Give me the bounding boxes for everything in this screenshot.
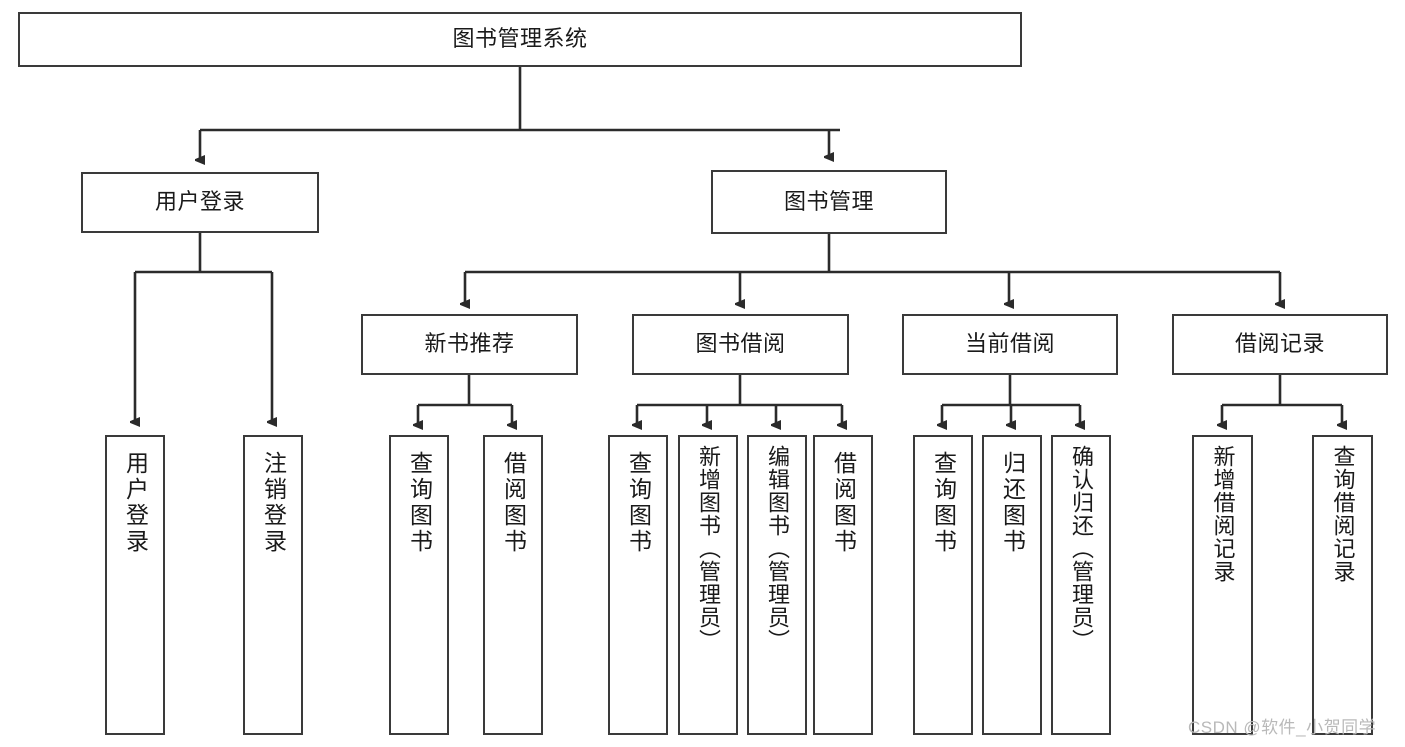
node-leaf-query-record-label: 查询借阅记录 [1330, 445, 1356, 583]
node-leaf-query-book-3-label: 查询图书 [930, 451, 957, 555]
node-leaf-logout[interactable]: 注销登录 [243, 435, 303, 735]
node-current-borrow[interactable]: 当前借阅 [902, 314, 1118, 375]
csdn-watermark: CSDN @软件_小贺同学 [1188, 718, 1377, 737]
node-book-borrow-label: 图书借阅 [695, 331, 786, 357]
node-leaf-add-book-label: 新增图书（管理员） [696, 445, 721, 652]
node-borrow-record[interactable]: 借阅记录 [1172, 314, 1388, 375]
node-root-label: 图书管理系统 [452, 26, 588, 52]
node-leaf-confirm-return[interactable]: 确认归还（管理员） [1051, 435, 1111, 735]
node-leaf-query-book-2-label: 查询图书 [625, 451, 652, 555]
node-leaf-query-book-2[interactable]: 查询图书 [608, 435, 668, 735]
node-leaf-borrow-book-1-label: 借阅图书 [500, 451, 527, 555]
node-leaf-return-book-label: 归还图书 [999, 451, 1026, 555]
node-leaf-return-book[interactable]: 归还图书 [982, 435, 1042, 735]
node-user-login-label: 用户登录 [154, 189, 245, 215]
node-leaf-confirm-return-label: 确认归还（管理员） [1069, 445, 1094, 652]
node-leaf-add-record[interactable]: 新增借阅记录 [1192, 435, 1253, 735]
node-leaf-borrow-book-1[interactable]: 借阅图书 [483, 435, 543, 735]
node-current-borrow-label: 当前借阅 [964, 331, 1055, 357]
node-leaf-query-book-1[interactable]: 查询图书 [389, 435, 449, 735]
node-leaf-user-login-label: 用户登录 [122, 451, 149, 555]
node-root[interactable]: 图书管理系统 [18, 12, 1022, 67]
node-book-borrow[interactable]: 图书借阅 [632, 314, 849, 375]
node-leaf-query-record[interactable]: 查询借阅记录 [1312, 435, 1373, 735]
node-borrow-record-label: 借阅记录 [1234, 331, 1325, 357]
node-leaf-add-record-label: 新增借阅记录 [1210, 445, 1236, 583]
node-leaf-logout-label: 注销登录 [260, 451, 287, 555]
node-leaf-add-book[interactable]: 新增图书（管理员） [678, 435, 738, 735]
node-leaf-borrow-book-2-label: 借阅图书 [830, 451, 857, 555]
node-leaf-borrow-book-2[interactable]: 借阅图书 [813, 435, 873, 735]
node-leaf-query-book-3[interactable]: 查询图书 [913, 435, 973, 735]
node-leaf-user-login[interactable]: 用户登录 [105, 435, 165, 735]
node-book-manage[interactable]: 图书管理 [711, 170, 947, 234]
node-leaf-edit-book-label: 编辑图书（管理员） [765, 445, 790, 652]
node-leaf-query-book-1-label: 查询图书 [406, 451, 433, 555]
node-leaf-edit-book[interactable]: 编辑图书（管理员） [747, 435, 807, 735]
node-book-manage-label: 图书管理 [783, 188, 874, 214]
node-user-login[interactable]: 用户登录 [81, 172, 319, 233]
node-new-book-rec[interactable]: 新书推荐 [361, 314, 578, 375]
node-new-book-rec-label: 新书推荐 [424, 331, 515, 357]
